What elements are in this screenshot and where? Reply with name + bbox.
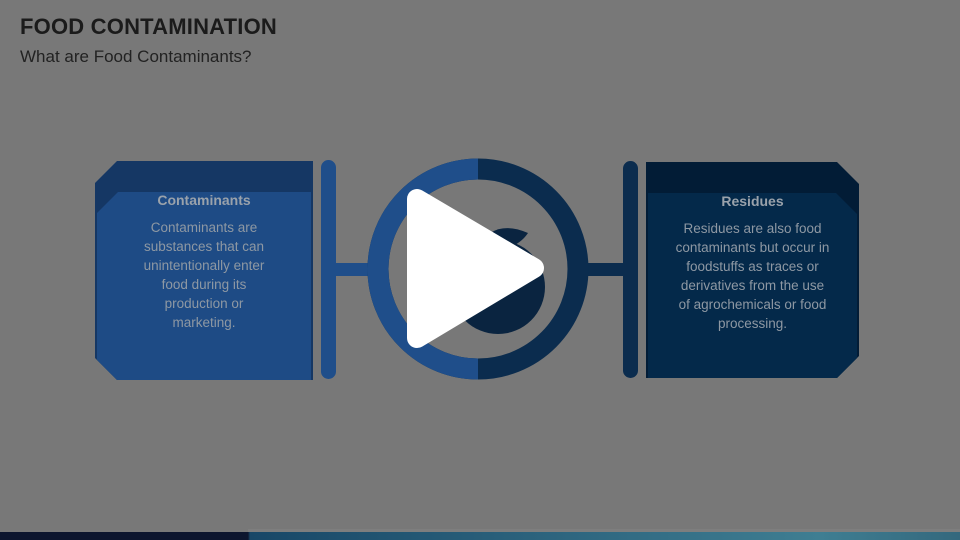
residues-panel-title: Residues	[721, 193, 784, 209]
left-connector-bar	[321, 160, 336, 379]
contaminants-panel-title: Contaminants	[157, 192, 251, 208]
contaminants-panel: Contaminants Contaminants are substances…	[95, 161, 313, 380]
right-connector-line	[588, 263, 624, 276]
right-connector-bar	[623, 161, 638, 378]
contaminants-panel-inner: Contaminants Contaminants are substances…	[97, 192, 311, 407]
play-button[interactable]	[396, 178, 566, 358]
footer-highlight-line	[248, 529, 960, 532]
left-connector-line	[335, 263, 369, 276]
slide-title: FOOD CONTAMINATION	[20, 14, 277, 39]
residues-panel-body: Residues are also food contaminants but …	[675, 221, 830, 331]
slide-subtitle: What are Food Contaminants?	[20, 47, 252, 66]
play-icon	[407, 189, 544, 348]
residues-panel: Residues Residues are also food contamin…	[646, 162, 859, 378]
residues-panel-inner: Residues Residues are also food contamin…	[648, 193, 857, 405]
footer-bar	[0, 532, 960, 540]
contaminants-panel-body: Contaminants are substances that can uni…	[143, 220, 265, 330]
